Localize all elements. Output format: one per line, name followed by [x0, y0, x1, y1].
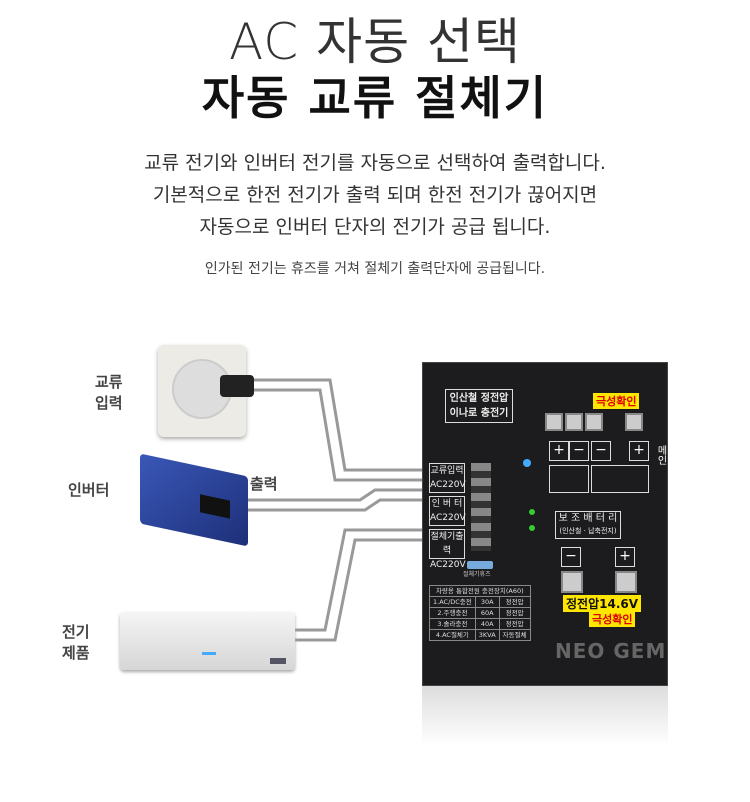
description-line: 교류 전기와 인버터 전기를 자동으로 선택하여 출력합니다. — [144, 152, 606, 174]
terminal-block — [471, 463, 491, 551]
brand-logo: NEO GEM — [555, 639, 667, 663]
side-label: 메인 — [655, 445, 666, 465]
note: 인가된 전기는 휴즈를 거쳐 절체기 출력단자에 공급됩니다. — [204, 261, 546, 277]
description-line: 자동으로 인버터 단자의 전기가 공급 됩니다. — [199, 216, 551, 238]
fuse-label: 절체기휴즈 — [463, 571, 491, 578]
voltage-label: 정전압14.6V — [563, 595, 642, 612]
aux-battery-label: 보 조 배 터 리(인산철 · 납축전지) — [555, 511, 621, 539]
label-inverter: 인버터 — [68, 481, 110, 499]
label-output: 출력 — [250, 475, 278, 493]
polarity-check-label: 극성확인 — [593, 393, 640, 409]
fuse — [467, 561, 493, 569]
title-light: AC 자동 선택 — [228, 13, 522, 71]
wires — [245, 378, 430, 642]
title-bold: 자동 교류 절체기 — [201, 71, 549, 125]
wall-outlet-image — [158, 345, 254, 437]
polarity-check-label-2: 극성확인 — [589, 611, 636, 627]
air-conditioner-image — [120, 612, 295, 670]
panel-reflection — [422, 686, 668, 746]
description-line: 기본적으로 한전 전기가 출력 되며 한전 전기가 끊어지면 — [152, 184, 598, 206]
